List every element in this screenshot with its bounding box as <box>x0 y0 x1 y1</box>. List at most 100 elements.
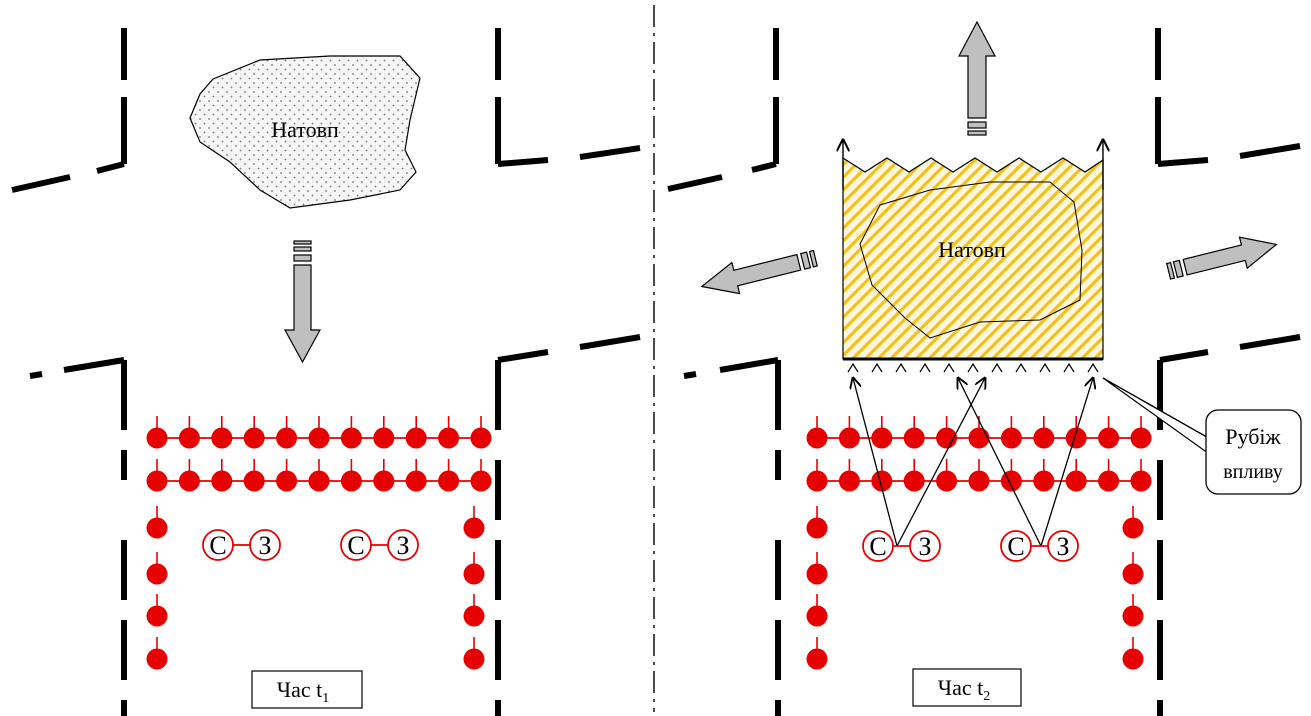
red-dot-icon <box>806 605 828 627</box>
arrow-left <box>700 249 818 295</box>
unit-letter-z: З <box>1056 532 1069 561</box>
red-dot-icon <box>405 427 427 449</box>
wall-segment <box>1239 334 1301 350</box>
red-dot-icon <box>146 605 168 627</box>
crowd-label: Натовп <box>938 237 1006 262</box>
fire-arrow <box>853 378 898 547</box>
red-dot-icon <box>373 427 395 449</box>
unit-letter-c: С <box>347 531 364 560</box>
callout-line1: Рубіж <box>1225 424 1281 449</box>
formation-left <box>146 416 492 670</box>
red-dot-icon <box>1065 427 1087 449</box>
fire-arrow <box>896 378 985 547</box>
callout-leader <box>1102 377 1213 441</box>
crowd-label: Натовп <box>271 117 339 142</box>
red-dot-icon <box>1098 427 1120 449</box>
red-dot-icon <box>340 470 362 492</box>
red-dot-icon <box>968 470 990 492</box>
red-dot-icon <box>1000 427 1022 449</box>
red-dot-icon <box>211 427 233 449</box>
impact-zone <box>842 156 1104 360</box>
unit-letter-c: С <box>869 532 886 561</box>
red-dot-icon <box>243 470 265 492</box>
arrow-right <box>1165 236 1278 280</box>
unit-group <box>862 530 1079 562</box>
fire-arrow <box>958 378 1042 547</box>
caret-mark <box>895 362 907 373</box>
red-dot-icon <box>276 470 298 492</box>
red-dot-icon <box>146 517 168 539</box>
fire-lines <box>853 378 1093 547</box>
red-dot-icon <box>1122 605 1144 627</box>
street-walls-right <box>667 28 1301 716</box>
red-dot-icon <box>470 427 492 449</box>
unit-z-icon <box>249 529 281 561</box>
red-dot-icon <box>463 517 485 539</box>
dispersal-arrows <box>700 20 1278 295</box>
wall-segment <box>63 357 125 373</box>
unit-letter-c: С <box>1007 532 1024 561</box>
red-dot-icon <box>178 427 200 449</box>
red-dot-icon <box>438 427 460 449</box>
formation-right <box>806 416 1152 670</box>
red-dot-icon <box>438 470 460 492</box>
arrow-tail-bar <box>293 254 312 262</box>
red-dot-icon <box>1033 470 1055 492</box>
crowd-area <box>859 181 1083 339</box>
unit-letter-c: С <box>209 531 226 560</box>
red-dot-icon <box>838 427 860 449</box>
wall-segment <box>29 371 43 379</box>
wall-segment <box>1157 157 1209 167</box>
red-dot-icon <box>871 470 893 492</box>
red-dot-icon <box>1098 470 1120 492</box>
red-dot-icon <box>463 605 485 627</box>
red-dot-icon <box>1130 470 1152 492</box>
crowd-area <box>189 55 421 209</box>
arrow-tail-bar <box>967 130 987 136</box>
arrow-tail-bar <box>967 121 987 129</box>
caret-mark <box>943 362 955 373</box>
red-dot-icon <box>936 470 958 492</box>
red-dot-icon <box>806 563 828 585</box>
red-dot-icon <box>806 470 828 492</box>
arrow-tail-bar <box>808 249 818 268</box>
block-arrow-icon <box>283 264 322 364</box>
red-dot-icon <box>903 427 925 449</box>
callout-box <box>1205 409 1302 495</box>
red-dot-icon <box>211 470 233 492</box>
wall-segment <box>579 145 641 160</box>
red-dot-icon <box>1130 427 1152 449</box>
red-dot-icon <box>1033 427 1055 449</box>
arrow-tail-bar <box>1172 259 1184 279</box>
panel-left: Натовп С З С З Час t1 <box>11 28 641 716</box>
red-dot-icon <box>936 427 958 449</box>
unit-z-icon <box>387 529 419 561</box>
red-dot-icon <box>405 470 427 492</box>
wall-segment <box>497 157 549 167</box>
time-label-box <box>251 670 363 709</box>
red-dot-icon <box>470 470 492 492</box>
caret-mark <box>871 362 883 373</box>
arrow-tail-bar <box>800 251 812 270</box>
red-dot-icon <box>146 563 168 585</box>
red-dot-icon <box>1122 517 1144 539</box>
callout-line2: впливу <box>1223 461 1283 483</box>
time-label-box <box>912 668 1022 707</box>
crowd-movement-arrow <box>283 240 322 364</box>
caret-mark <box>1087 362 1099 373</box>
wall-segment <box>579 334 641 350</box>
wall-segment <box>497 349 549 363</box>
block-arrow-icon <box>1182 236 1278 276</box>
time-label: Час t1 <box>277 677 329 706</box>
arrow-tail-bar <box>293 246 312 252</box>
wall-segment <box>11 174 71 193</box>
unit-letter-z: З <box>396 531 409 560</box>
panel-right: Натовп <box>667 20 1302 716</box>
red-dot-icon <box>806 517 828 539</box>
caret-mark <box>847 362 859 373</box>
red-dot-icon <box>463 648 485 670</box>
impact-caret-marks <box>847 362 1099 373</box>
caret-mark <box>991 362 1003 373</box>
caret-mark <box>1039 362 1051 373</box>
